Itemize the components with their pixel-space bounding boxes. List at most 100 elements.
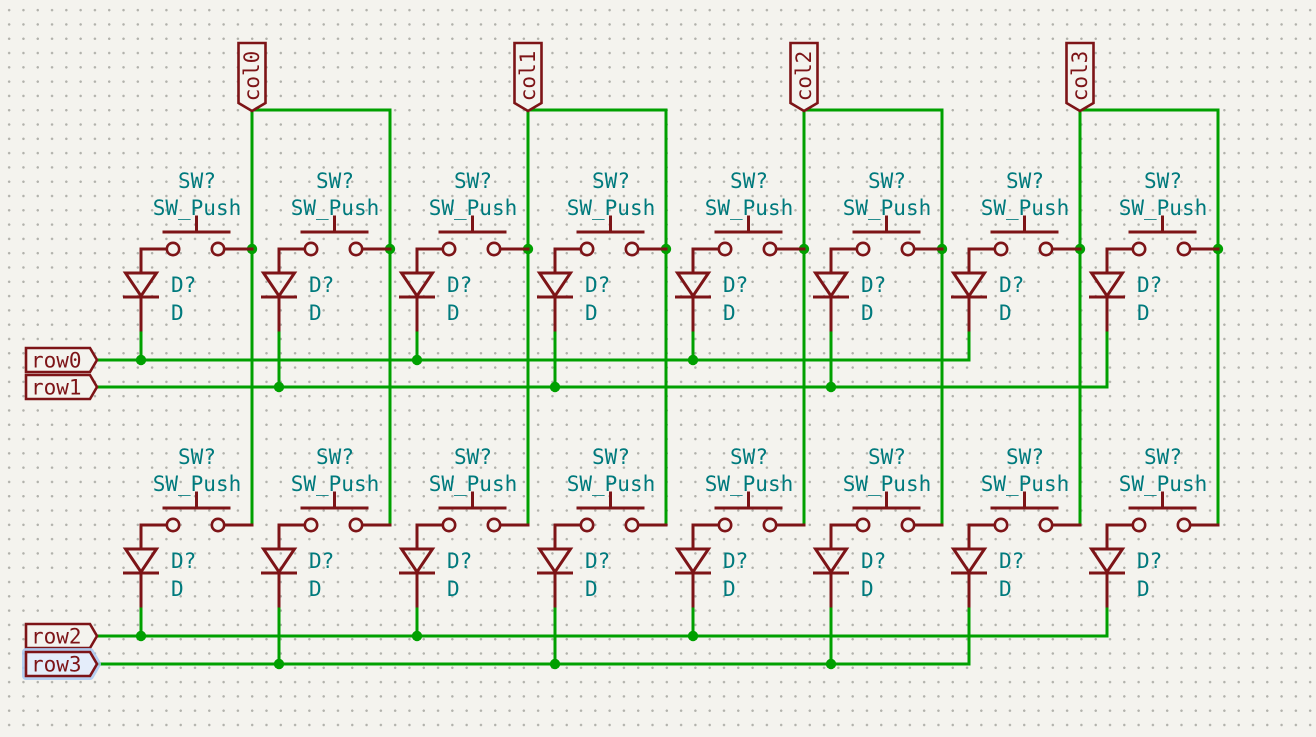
junction-dot[interactable] <box>411 354 423 366</box>
diode-reference-label[interactable]: D? <box>861 549 886 573</box>
diode-symbol-cell-bottom-5[interactable]: D? D <box>812 523 887 608</box>
switch-reference-label[interactable]: SW? <box>592 169 630 193</box>
global-label-col1[interactable]: col1 <box>513 41 543 113</box>
switch-value-label[interactable]: SW_Push <box>1119 472 1208 496</box>
junction-dot[interactable] <box>825 658 837 670</box>
diode-reference-label[interactable]: D? <box>1137 273 1162 297</box>
diode-symbol-cell-bottom-7[interactable]: D?D <box>1088 523 1163 608</box>
column-net-col0[interactable] <box>250 108 392 527</box>
switch-value-label[interactable]: SW_Push <box>429 472 518 496</box>
switch-value-label[interactable]: SW_Push <box>1119 196 1208 220</box>
junction-dot[interactable] <box>825 381 837 393</box>
diode-reference-label[interactable]: D? <box>171 273 196 297</box>
switch-value-label[interactable]: SW_Push <box>153 472 242 496</box>
diode-reference-label[interactable]: D? <box>723 273 748 297</box>
switch-symbol-cell-top-4[interactable]: SW? SW_Push <box>691 169 806 257</box>
switch-symbol-cell-top-6[interactable]: SW? SW_Push <box>967 169 1082 257</box>
junction-dot[interactable] <box>549 658 561 670</box>
global-label-col0[interactable]: col0 <box>237 41 267 113</box>
diode-symbol-cell-bottom-3[interactable]: D?D <box>536 523 611 608</box>
switch-value-label[interactable]: SW_Push <box>429 196 518 220</box>
global-label-row0[interactable]: row0 <box>24 346 99 374</box>
switch-value-label[interactable]: SW_Push <box>843 472 932 496</box>
switch-symbol-cell-bottom-3[interactable]: SW?SW_Push <box>553 445 668 533</box>
junction-dot[interactable] <box>273 658 285 670</box>
diode-value-label[interactable]: D <box>171 301 184 325</box>
column-net-col1[interactable] <box>526 108 668 527</box>
junction-dot[interactable] <box>411 630 423 642</box>
switch-value-label[interactable]: SW_Push <box>705 472 794 496</box>
diode-symbol-cell-top-2[interactable]: D?D <box>398 247 473 332</box>
global-label-row2[interactable]: row2 <box>24 622 99 650</box>
switch-symbol-cell-top-0[interactable]: SW? SW_Push <box>139 169 254 257</box>
switch-value-label[interactable]: SW_Push <box>843 196 932 220</box>
diode-value-label[interactable]: D <box>723 301 736 325</box>
diode-reference-label[interactable]: D? <box>309 273 334 297</box>
switch-symbol-cell-top-2[interactable]: SW? SW_Push <box>415 169 530 257</box>
switch-symbol-cell-bottom-6[interactable]: SW? SW_Push <box>967 445 1082 533</box>
junction-dot[interactable] <box>687 354 699 366</box>
diode-reference-label[interactable]: D? <box>999 549 1024 573</box>
diode-reference-label[interactable]: D? <box>585 273 610 297</box>
diode-value-label[interactable]: D <box>171 577 184 601</box>
switch-reference-label[interactable]: SW? <box>730 445 768 469</box>
diode-symbol-cell-top-7[interactable]: D? D <box>1088 247 1163 332</box>
diode-reference-label[interactable]: D? <box>861 273 886 297</box>
switch-reference-label[interactable]: SW? <box>316 445 354 469</box>
diode-reference-label[interactable]: D? <box>171 549 196 573</box>
switch-symbol-cell-bottom-4[interactable]: SW? SW_Push <box>691 445 806 533</box>
switch-reference-label[interactable]: SW? <box>178 169 216 193</box>
diode-symbol-cell-bottom-4[interactable]: D?D <box>674 523 749 608</box>
diode-value-label[interactable]: D <box>447 301 460 325</box>
switch-reference-label[interactable]: SW? <box>868 169 906 193</box>
column-net-col3[interactable] <box>1078 108 1220 527</box>
switch-reference-label[interactable]: SW? <box>454 169 492 193</box>
switch-reference-label[interactable]: SW? <box>1006 169 1044 193</box>
switch-value-label[interactable]: SW_Push <box>981 472 1070 496</box>
diode-symbol-cell-top-3[interactable]: D?D <box>536 247 611 332</box>
switch-reference-label[interactable]: SW? <box>454 445 492 469</box>
diode-value-label[interactable]: D <box>309 301 322 325</box>
switch-symbol-cell-top-3[interactable]: SW? SW_Push <box>553 169 668 257</box>
switch-symbol-cell-bottom-2[interactable]: SW? SW_Push <box>415 445 530 533</box>
global-label-col3[interactable]: col3 <box>1065 41 1095 113</box>
global-label-col2[interactable]: col2 <box>789 41 819 113</box>
switch-symbol-cell-bottom-1[interactable]: SW? SW_Push <box>277 445 392 533</box>
switch-reference-label[interactable]: SW? <box>178 445 216 469</box>
junction-dot[interactable] <box>273 381 285 393</box>
switch-reference-label[interactable]: SW? <box>1006 445 1044 469</box>
switch-symbol-cell-top-1[interactable]: SW?SW_Push <box>277 169 392 257</box>
switch-value-label[interactable]: SW_Push <box>291 196 380 220</box>
junction-dot[interactable] <box>549 381 561 393</box>
switch-value-label[interactable]: SW_Push <box>291 472 380 496</box>
switch-value-label[interactable]: SW_Push <box>567 196 656 220</box>
diode-reference-label[interactable]: D? <box>447 549 472 573</box>
diode-value-label[interactable]: D <box>309 577 322 601</box>
diode-value-label[interactable]: D <box>447 577 460 601</box>
diode-value-label[interactable]: D <box>999 301 1012 325</box>
junction-dot[interactable] <box>135 354 147 366</box>
switch-reference-label[interactable]: SW? <box>730 169 768 193</box>
switch-reference-label[interactable]: SW? <box>1144 169 1182 193</box>
diode-reference-label[interactable]: D? <box>309 549 334 573</box>
diode-symbol-cell-top-0[interactable]: D? D <box>122 247 197 332</box>
global-label-row1[interactable]: row1 <box>24 373 99 401</box>
column-net-col2[interactable] <box>802 108 944 527</box>
diode-symbol-cell-top-5[interactable]: D?D <box>812 247 887 332</box>
switch-value-label[interactable]: SW_Push <box>153 196 242 220</box>
diode-value-label[interactable]: D <box>861 577 874 601</box>
diode-reference-label[interactable]: D? <box>585 549 610 573</box>
diode-symbol-cell-top-6[interactable]: D?D <box>950 247 1025 332</box>
switch-value-label[interactable]: SW_Push <box>981 196 1070 220</box>
diode-symbol-cell-bottom-0[interactable]: D? D <box>122 523 197 608</box>
diode-value-label[interactable]: D <box>723 577 736 601</box>
switch-value-label[interactable]: SW_Push <box>567 472 656 496</box>
diode-value-label[interactable]: D <box>1137 301 1150 325</box>
switch-value-label[interactable]: SW_Push <box>705 196 794 220</box>
diode-value-label[interactable]: D <box>999 577 1012 601</box>
global-label-row3-selected[interactable]: row3row3 <box>22 648 101 680</box>
switch-reference-label[interactable]: SW? <box>1144 445 1182 469</box>
switch-symbol-cell-top-7[interactable]: SW? SW_Push <box>1105 169 1220 257</box>
